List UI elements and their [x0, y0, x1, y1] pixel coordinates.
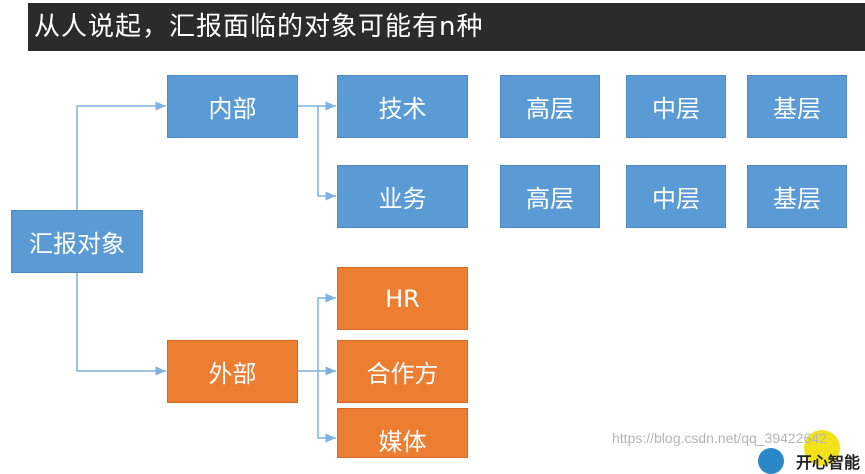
root-node: 汇报对象	[11, 210, 143, 273]
external-item-hr: HR	[337, 267, 468, 330]
group-node-business: 业务	[337, 165, 468, 228]
globe-logo-icon	[758, 448, 784, 474]
connector-external-hr	[317, 293, 336, 371]
group-node-tech: 技术	[337, 75, 468, 138]
external-item-partner: 合作方	[337, 340, 468, 403]
level-node-business-mid: 中层	[626, 165, 726, 228]
internal-node: 内部	[167, 75, 298, 138]
connector-root-external	[76, 272, 166, 376]
connector-internal-business	[317, 106, 336, 201]
watermark-url: https://blog.csdn.net/qq_39422642	[612, 430, 827, 446]
level-node-tech-mid: 中层	[626, 75, 726, 138]
level-node-tech-base: 基层	[747, 75, 847, 138]
external-item-media: 媒体	[337, 408, 468, 458]
slide-title: 从人说起，汇报面临的对象可能有n种	[28, 3, 865, 51]
level-node-tech-high: 高层	[500, 75, 600, 138]
connector-root-internal	[76, 101, 166, 210]
connector-external-media	[317, 371, 336, 443]
level-node-business-base: 基层	[747, 165, 847, 228]
logo-text: 开心智能	[796, 455, 861, 472]
external-node: 外部	[167, 340, 298, 403]
level-node-business-high: 高层	[500, 165, 600, 228]
connector-lines	[76, 101, 336, 443]
